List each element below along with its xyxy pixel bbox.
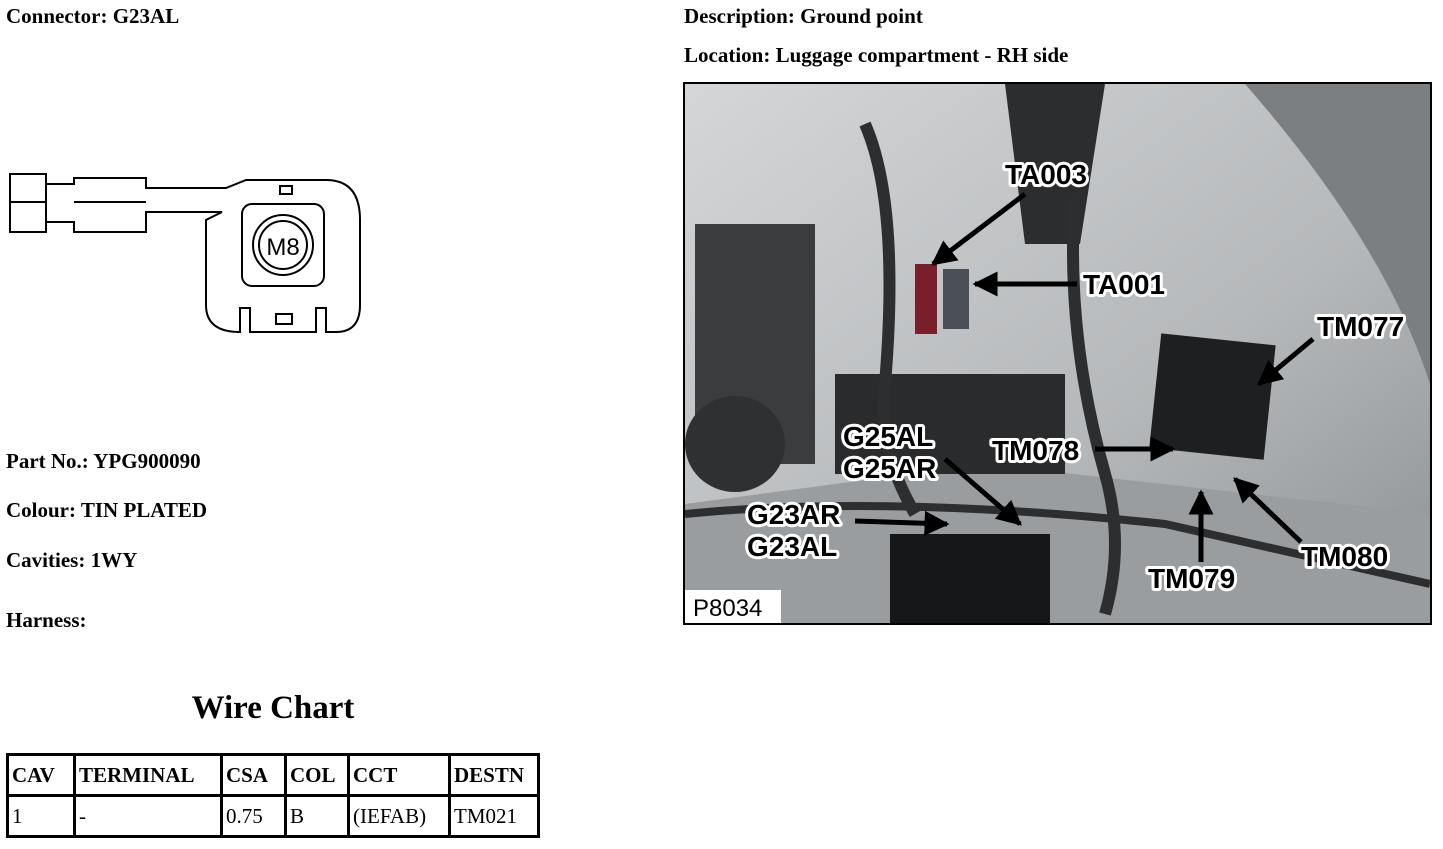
red-connector [915, 264, 937, 334]
cell-cav: 1 [6, 794, 76, 838]
header-csa: CSA [220, 753, 287, 797]
foam-block [890, 534, 1050, 623]
header-col: COL [284, 753, 350, 797]
harness: Harness: [6, 608, 87, 632]
photo-illustration: TA003 TA001 TM077 G25AL G25AR TM078 G23A… [685, 84, 1430, 623]
cell-terminal: - [73, 794, 223, 838]
cell-col: B [284, 794, 350, 838]
connector-label: Connector: G23AL [6, 4, 180, 28]
callout-tm077: TM077 [1317, 311, 1404, 342]
callout-tm078: TM078 [992, 435, 1079, 466]
callout-g25ar: G25AR [843, 453, 936, 484]
callout-g23al: G23AL [747, 531, 837, 562]
table-row: 1 - 0.75 B (IEFAB) TM021 [6, 794, 540, 838]
callout-tm079: TM079 [1148, 563, 1235, 594]
description: Description: Ground point [684, 4, 923, 28]
tm077-module [1149, 333, 1276, 460]
location-photo: TA003 TA001 TM077 G25AL G25AR TM078 G23A… [683, 82, 1432, 625]
callout-tm080: TM080 [1301, 541, 1388, 572]
terminal-notch-bottom [275, 313, 293, 325]
stud-size-text: M8 [266, 234, 299, 261]
eyelet-inner-ring [258, 220, 308, 270]
cavities: Cavities: 1WY [6, 548, 138, 572]
table-header-row: CAV TERMINAL CSA COL CCT DESTN [6, 753, 540, 797]
photo-id: P8034 [693, 595, 762, 622]
cell-cct: (IEFAB) [347, 794, 451, 838]
terminal-notch [279, 185, 293, 195]
header-cav: CAV [6, 753, 76, 797]
black-vent [835, 374, 1065, 474]
part-number: Part No.: YPG900090 [6, 449, 201, 473]
callout-ta001: TA001 [1083, 269, 1165, 300]
ground-eyelet-terminal-drawing: M8 [9, 173, 361, 334]
callout-g23ar: G23AR [747, 499, 840, 530]
colour: Colour: TIN PLATED [6, 498, 208, 522]
cell-destn: TM021 [448, 794, 540, 838]
header-cct: CCT [347, 753, 451, 797]
callout-g25al: G25AL [843, 421, 933, 452]
eyelet-outer-ring [252, 214, 314, 276]
terminal-outline [46, 177, 361, 334]
location: Location: Luggage compartment - RH side [684, 43, 1069, 67]
cell-csa: 0.75 [220, 794, 287, 838]
callout-ta003: TA003 [1005, 159, 1087, 190]
grey-connector [943, 269, 969, 329]
eyelet-square [241, 203, 325, 287]
wire-chart-title: Wire Chart [191, 690, 355, 726]
wire-chart-table: CAV TERMINAL CSA COL CCT DESTN 1 - 0.75 … [6, 753, 540, 838]
header-destn: DESTN [448, 753, 540, 797]
header-terminal: TERMINAL [73, 753, 223, 797]
